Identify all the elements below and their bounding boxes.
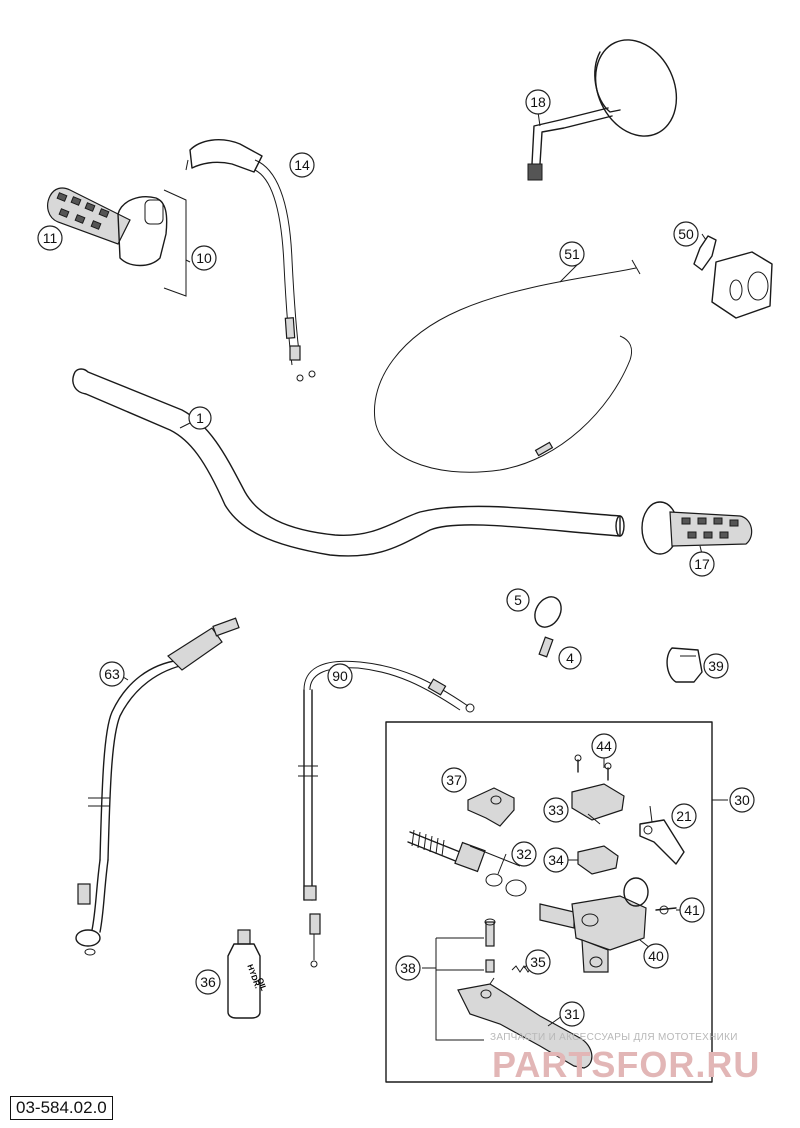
svg-text:90: 90 [332,668,348,684]
callout-63: 63 [99,661,125,687]
callout-11: 11 [37,225,63,251]
svg-text:18: 18 [530,94,546,110]
svg-text:44: 44 [596,738,612,754]
callout-30: 30 [729,787,755,813]
svg-text:17: 17 [694,556,710,572]
throttle-grip [47,187,168,267]
svg-text:37: 37 [446,772,462,788]
svg-text:31: 31 [564,1006,580,1022]
callout-4: 4 [558,646,582,670]
handlebar-switch [693,235,773,319]
callout-31: 31 [559,1001,585,1027]
svg-text:5: 5 [514,592,522,608]
diaphragm [577,845,619,875]
svg-text:35: 35 [530,954,546,970]
right-grip [641,501,753,555]
sleeve [538,636,554,658]
clutch-hose [75,617,240,956]
hydraulic-oil-bottle: HYDR. OIL [227,929,268,1019]
svg-text:32: 32 [516,846,532,862]
lever-holder [467,787,515,827]
master-cylinder-kit-frame [385,721,728,1083]
lever-spring [511,965,533,973]
lever-adjuster [639,805,685,865]
watermark-caption: ЗАПЧАСТИ И АКСЕССУАРЫ ДЛЯ МОТОТЕХНИКИ [490,1032,738,1043]
piston-kit [407,829,527,897]
callout-50: 50 [673,221,699,247]
svg-text:40: 40 [648,948,664,964]
svg-text:11: 11 [43,230,58,246]
callout-14: 14 [289,152,315,178]
callout-38: 38 [395,955,421,981]
svg-text:36: 36 [200,974,216,990]
callout-33: 33 [543,797,569,823]
svg-text:34: 34 [548,852,564,868]
callout-41: 41 [679,897,705,923]
pivot-bolt [435,918,496,1041]
clamp-screw [655,905,677,915]
clutch-lever [457,977,593,1069]
callout-5: 5 [506,588,530,612]
svg-text:51: 51 [564,246,580,262]
callout-90: 90 [327,663,353,689]
svg-text:21: 21 [676,808,692,824]
svg-text:38: 38 [400,960,416,976]
callout-21: 21 [671,803,697,829]
callout-36: 36 [195,969,221,995]
svg-text:14: 14 [294,157,310,173]
svg-text:33: 33 [548,802,564,818]
oil-label-line2: OIL [255,977,268,993]
watermark-brand: PARTSFOR.RU [492,1044,761,1085]
reservoir-cover [571,783,625,825]
drawing-number: 03-584.02.0 [10,1096,113,1120]
mirror [527,39,678,181]
bracket-clamp [666,647,703,683]
svg-text:41: 41 [684,902,700,918]
callout-40: 40 [643,943,669,969]
starter-cable [373,259,641,473]
svg-text:30: 30 [734,792,750,808]
svg-text:1: 1 [196,410,204,426]
svg-text:4: 4 [566,650,574,666]
callout-34: 34 [543,847,569,873]
svg-text:50: 50 [678,226,694,242]
svg-text:10: 10 [196,250,212,266]
callout-44: 44 [591,733,617,759]
throttle-cables [185,139,316,382]
callout-37: 37 [441,767,467,793]
callout-18: 18 [525,89,551,115]
callout-32: 32 [511,841,537,867]
svg-text:63: 63 [104,666,120,682]
master-cylinder-body [539,877,649,973]
callout-39: 39 [703,653,729,679]
throttle-housing-bracket [163,189,187,297]
callout-35: 35 [525,949,551,975]
callout-51: 51 [559,241,585,267]
callout-1: 1 [188,406,212,430]
clutch-cable [298,660,475,968]
callout-10: 10 [191,245,217,271]
svg-text:39: 39 [708,658,724,674]
clamp-ring [534,596,562,628]
handlebar [72,368,625,557]
callout-17: 17 [689,551,715,577]
reservoir-screws [574,754,612,781]
